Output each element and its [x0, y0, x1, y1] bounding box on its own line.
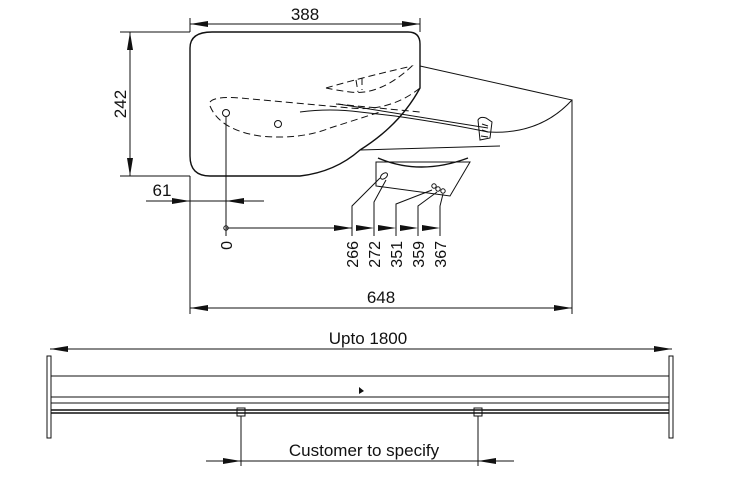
dim-label-0: 0 [219, 241, 236, 250]
bracket-hole-a [431, 183, 437, 189]
folded-shelf-dashed-lower [209, 105, 381, 138]
dim-label-648: 648 [367, 288, 395, 307]
shelf-curve [299, 109, 489, 133]
folded-upper-dashed [325, 65, 414, 93]
bracket-slot [380, 172, 388, 180]
dim-label-242: 242 [111, 90, 130, 118]
bracket-hole-b [435, 186, 441, 192]
shelf-underside [359, 145, 501, 151]
dim-label-length: Upto 1800 [329, 329, 407, 348]
mounting-hole-left [222, 109, 230, 117]
centre-mark [359, 387, 364, 394]
dim-label-272: 272 [367, 241, 384, 268]
shelf-top-surface [419, 65, 573, 133]
folded-shelf-dashed [209, 87, 421, 110]
hinge-detail [477, 116, 493, 141]
back-plate-outline [189, 31, 421, 177]
dim-label-388: 388 [291, 5, 319, 24]
side-view: 388 242 61 0 266 272 351 359 367 [111, 5, 573, 314]
end-cap-right [668, 355, 674, 439]
pin-dashed [355, 78, 363, 93]
bracket-arc [377, 157, 469, 168]
dim-label-351: 351 [389, 241, 406, 268]
bracket-hole-c [440, 188, 446, 194]
dim-label-266: 266 [345, 241, 362, 268]
end-cap-left [46, 355, 52, 439]
bracket-left [236, 407, 246, 417]
shelf-lower-edge [337, 103, 489, 129]
dim-label-61: 61 [153, 181, 172, 200]
front-view: Upto 1800 Customer to specify [46, 329, 674, 466]
bracket-plate [375, 161, 471, 197]
dim-label-367: 367 [433, 241, 450, 268]
dim-label-customer: Customer to specify [289, 441, 440, 460]
mounting-hole-mid [274, 120, 282, 128]
bracket-right [473, 407, 483, 417]
dim-label-359: 359 [411, 241, 428, 268]
folded-link-dashed [335, 103, 421, 113]
